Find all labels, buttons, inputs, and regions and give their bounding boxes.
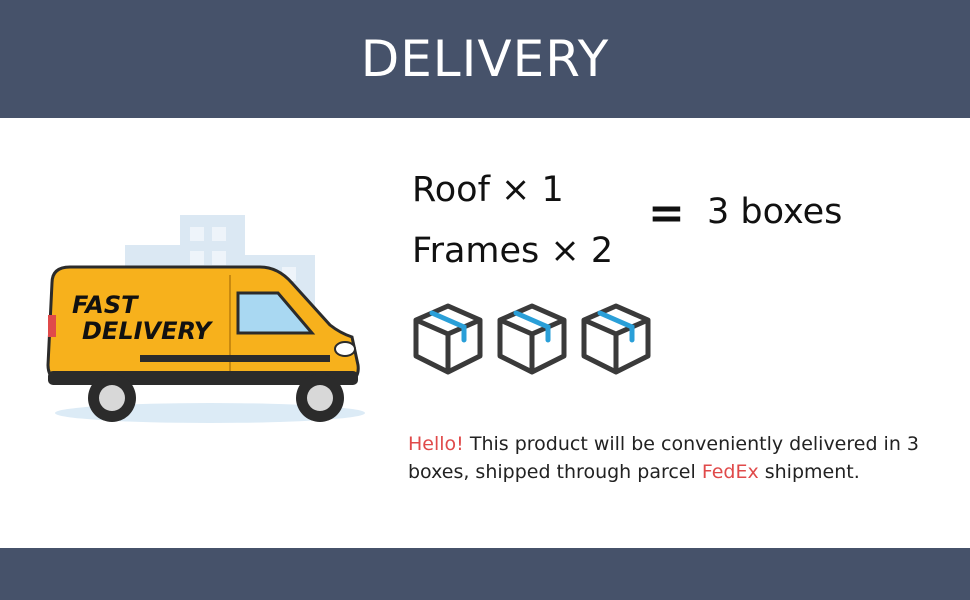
wheel-left xyxy=(88,374,136,422)
delivery-note: Hello! This product will be conveniently… xyxy=(408,430,948,486)
footer-banner xyxy=(0,548,970,600)
item-frames: Frames × 2 xyxy=(412,231,614,271)
note-exclaim: ! xyxy=(456,433,464,455)
note-greeting: Hello xyxy=(408,433,457,455)
page-title: DELIVERY xyxy=(360,30,610,88)
box-icon xyxy=(581,303,651,375)
item-roof: Roof × 1 xyxy=(412,170,564,210)
box-icons-row xyxy=(410,300,654,378)
wheel-right xyxy=(296,374,344,422)
van-window xyxy=(236,291,316,335)
box-icon xyxy=(413,303,483,375)
delivery-van-illustration: FAST DELIVERY xyxy=(40,205,380,435)
item-list: Roof × 1 Frames × 2 xyxy=(412,160,613,282)
van-text-delivery: DELIVERY xyxy=(82,317,214,345)
box-icon xyxy=(497,303,567,375)
header-banner: DELIVERY xyxy=(0,0,970,118)
equals-sign: = xyxy=(648,188,685,239)
total-boxes: 3 boxes xyxy=(707,192,843,232)
note-text-1: This product will be conveniently delive… xyxy=(408,433,920,483)
note-carrier: FedEx xyxy=(701,461,759,483)
note-text-2: shipment. xyxy=(758,461,860,483)
van-text-fast: FAST xyxy=(72,291,139,319)
